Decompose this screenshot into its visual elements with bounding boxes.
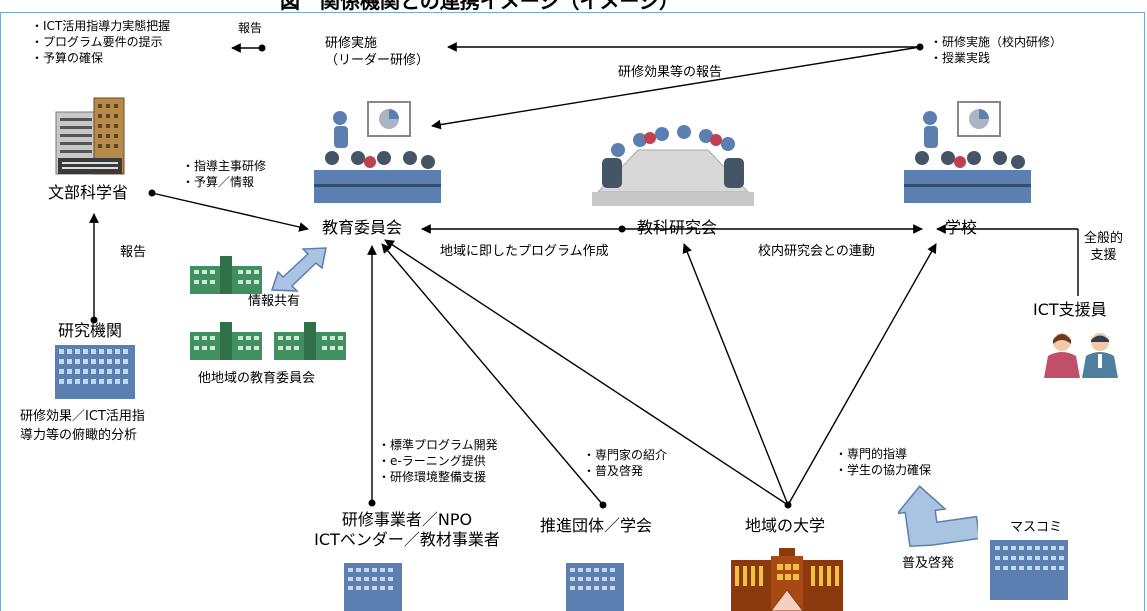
school-building-icon <box>190 256 262 294</box>
school-linkage-label: 校内研究会との連動 <box>758 244 875 259</box>
double-arrow-icon <box>270 247 327 292</box>
research-analysis-label: 研修効果／ICT活用指 導力等の俯瞰的分析 <box>20 409 145 443</box>
promotion-task-list: ・専門家の紹介 ・普及啓発 <box>583 448 668 478</box>
node-subject-council: 教科研究会 <box>637 218 718 237</box>
regional-program-label: 地域に即したプログラム作成 <box>440 244 609 259</box>
vendor-task-list: ・標準プログラム開発 ・e-ラーニング提供 ・研修環境整備支援 <box>378 438 498 484</box>
media-promo-label: 普及啓発 <box>902 556 955 571</box>
effect-report-label: 研修効果等の報告 <box>618 65 723 80</box>
node-mext: 文部科学省 <box>48 183 129 202</box>
node-other-boards: 他地域の教育委員会 <box>198 371 316 386</box>
mext-to-board-list: ・指導主事研修 ・予算／情報 <box>182 159 267 189</box>
office-building-icon <box>566 563 624 611</box>
diagram-frame <box>0 12 1145 611</box>
university-building-icon <box>731 548 843 611</box>
node-ict-supporter: ICT支援員 <box>1033 300 1107 319</box>
mext-report-label: 報告 <box>238 21 263 35</box>
ict-support-label: 全般的 支援 <box>1084 231 1124 263</box>
link-promotion-board <box>381 243 604 506</box>
office-tower-icon <box>55 97 125 175</box>
presentation-room-icon <box>314 101 441 203</box>
school-task-list: ・研修実施（校内研修） ・授業実践 <box>930 35 1063 65</box>
research-report-label: 報告 <box>120 245 147 260</box>
diagram-title: 図 関係機関との連携イメージ（イメージ） <box>280 0 679 13</box>
school-building-icon <box>190 322 262 360</box>
node-vendors: 研修事業者／NPO ICTベンダー／教材事業者 <box>314 510 500 549</box>
office-building-icon <box>344 563 402 611</box>
link-university-board <box>384 239 789 506</box>
link-university-council <box>682 243 789 506</box>
node-university: 地域の大学 <box>745 516 826 535</box>
office-building-icon <box>990 540 1068 600</box>
outreach-arrow-icon <box>898 485 978 547</box>
info-share-label: 情報共有 <box>248 294 301 309</box>
mext-task-list: ・ICT活用指導力実態把握 ・プログラム要件の提示 ・予算の確保 <box>31 19 171 65</box>
university-task-list: ・専門的指導 ・学生の協力確保 <box>835 447 932 477</box>
node-board: 教育委員会 <box>322 218 403 237</box>
leader-training-label: 研修実施 （リーダー研修） <box>325 36 430 68</box>
node-school: 学校 <box>945 218 978 237</box>
office-building-icon <box>55 345 135 399</box>
presentation-room-icon <box>904 101 1031 203</box>
node-research-institute: 研究機関 <box>58 321 123 340</box>
link-effect-report <box>431 46 921 130</box>
node-mass-media: マスコミ <box>1010 520 1063 535</box>
node-promotion-org: 推進団体／学会 <box>540 516 653 535</box>
link-mext-board <box>151 192 309 232</box>
link-university-school <box>787 243 937 506</box>
school-building-icon <box>274 322 346 360</box>
supporter-people-icon <box>1044 333 1118 378</box>
conference-table-icon <box>592 125 754 206</box>
